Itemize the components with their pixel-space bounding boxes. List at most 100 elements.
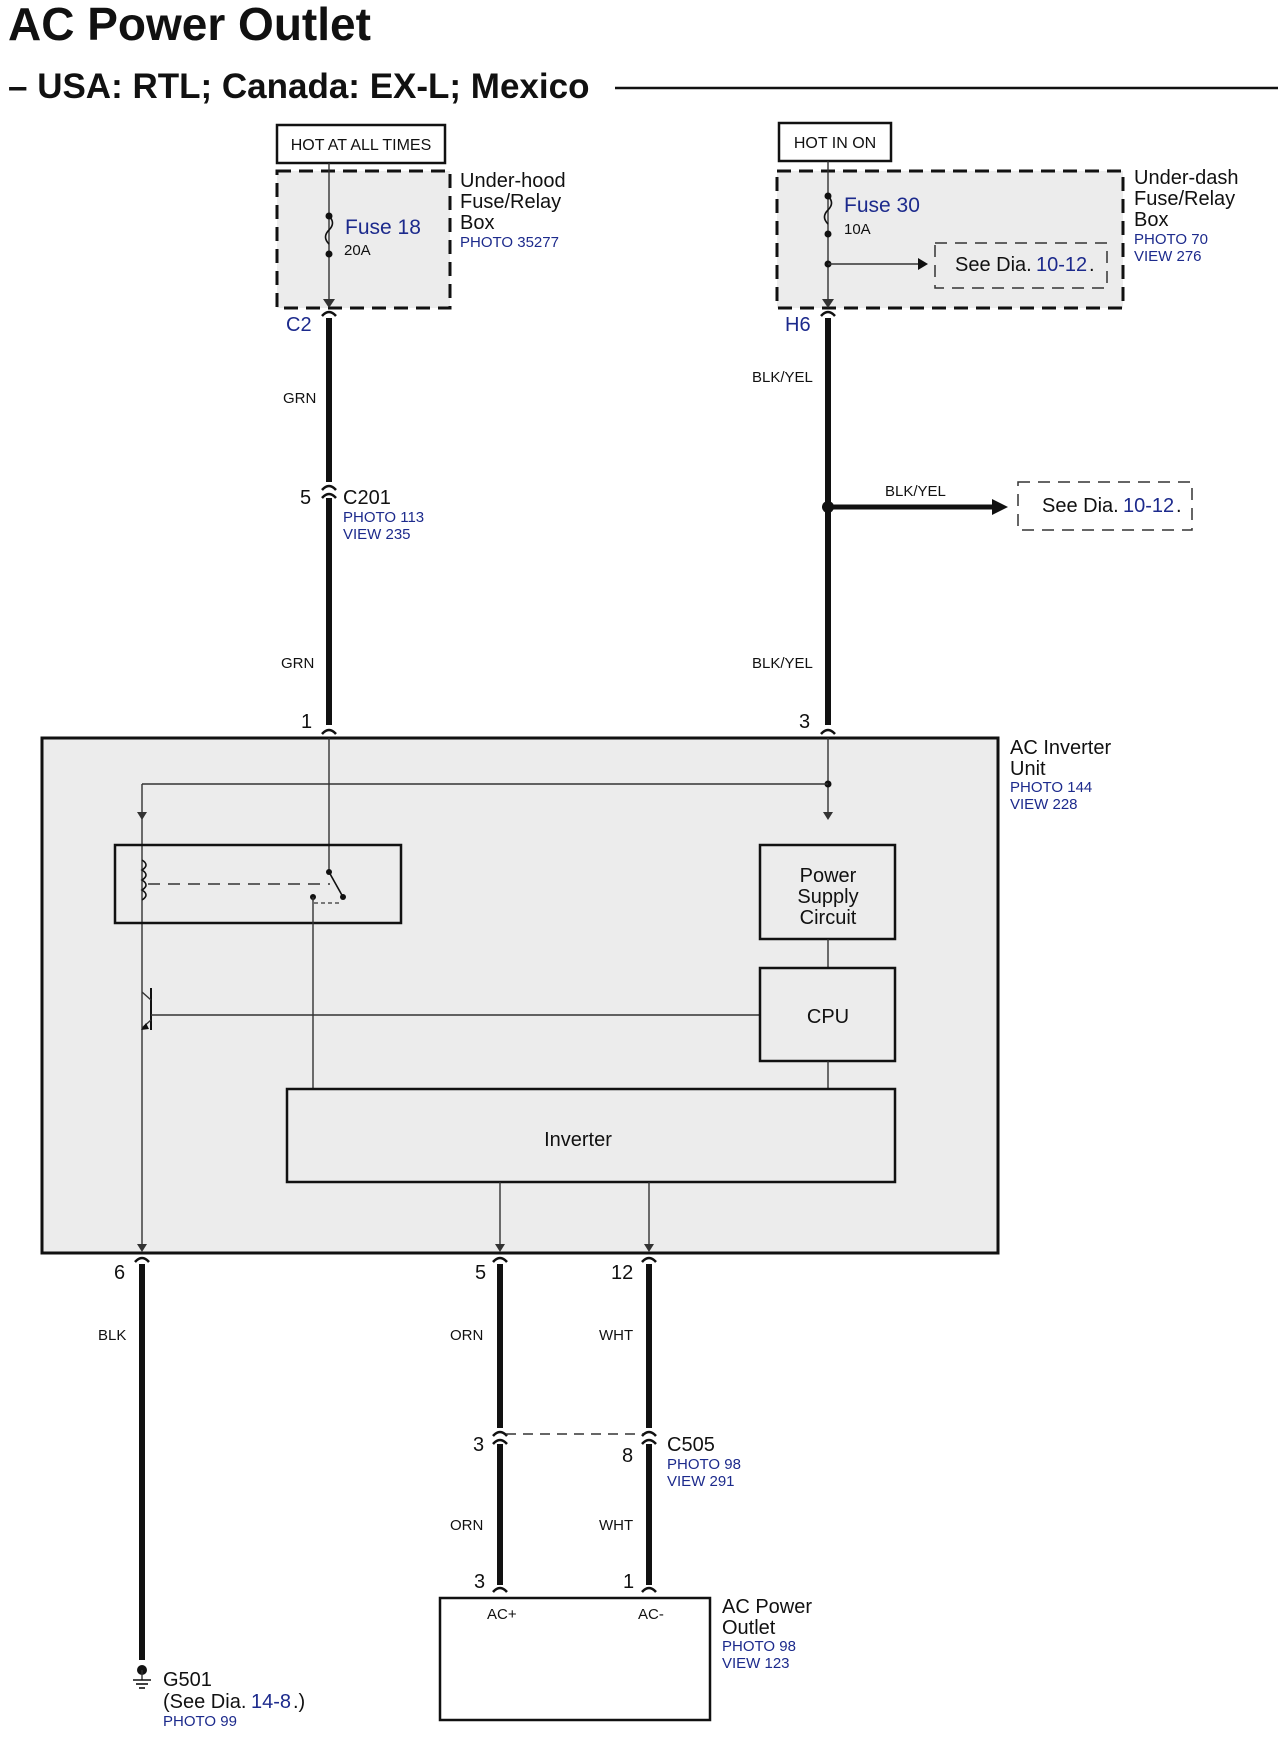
c201-photo: PHOTO 113 (343, 509, 424, 526)
fuse18-symbol (324, 215, 334, 245)
outlet-photo: PHOTO 98 (722, 1638, 796, 1655)
outlet-pin-3: 3 (474, 1571, 485, 1593)
c505-wht-terminal-a (641, 1430, 657, 1437)
pin5-terminal (492, 1256, 508, 1263)
ground-photo: PHOTO 99 (163, 1713, 237, 1730)
pin1-terminal (321, 728, 337, 735)
c201-pin: 5 (300, 487, 311, 509)
fuse18-label: Fuse 18 (345, 216, 421, 239)
transistor-collector (141, 991, 152, 1001)
outlet-name-1: AC Power (722, 1596, 812, 1618)
blk-wire-label: BLK (98, 1327, 126, 1344)
blkyel-branch-label: BLK/YEL (885, 483, 946, 500)
blkyel-label-upper: BLK/YEL (752, 369, 813, 386)
inverter-pin-1: 1 (301, 711, 312, 733)
pin5-arrow (495, 1244, 505, 1252)
outlet-ac-plus: AC+ (487, 1606, 517, 1623)
c505-wht-terminal-b (641, 1438, 657, 1445)
inverter-view: VIEW 228 (1010, 796, 1078, 813)
wht-wire-label-lower: WHT (599, 1517, 633, 1534)
c201-label: C201 (343, 487, 391, 509)
ground-see-prefix: (See Dia. (163, 1691, 246, 1713)
inverter-name-2: Unit (1010, 758, 1046, 780)
power-supply-line2: Supply (797, 886, 858, 908)
fuse30-symbol (823, 195, 833, 225)
fuse30-label: Fuse 30 (844, 194, 920, 217)
underhood-name-3: Box (460, 212, 494, 234)
connector-h6: H6 (785, 314, 811, 336)
fuse18-node-bottom (325, 250, 333, 258)
wht-wire-label-upper: WHT (599, 1327, 633, 1344)
orn-wire-label-lower: ORN (450, 1517, 483, 1534)
fuse18-arrow (323, 299, 335, 308)
connector-c2: C2 (286, 314, 312, 336)
underhood-photo: PHOTO 35277 (460, 234, 559, 251)
pin3-terminal (820, 728, 836, 735)
underdash-name-1: Under-dash (1134, 167, 1239, 189)
h6-terminal (820, 310, 836, 317)
see-dia-box-branch (1017, 481, 1193, 531)
see-dia-top-suffix: . (1089, 254, 1095, 276)
hot-in-on-label: HOT IN ON (794, 135, 876, 152)
transistor-arrow (141, 1023, 149, 1030)
inverter-pin-5: 5 (475, 1262, 486, 1284)
ac-power-outlet-box (438, 1596, 712, 1722)
outlet-ac-minus: AC- (638, 1606, 664, 1623)
ac-inverter-unit-box (40, 736, 1000, 1255)
blkyel-label-lower: BLK/YEL (752, 655, 813, 672)
power-supply-line3: Circuit (800, 907, 857, 929)
underhood-fuse-box (275, 169, 452, 310)
relay-switch-icon (328, 871, 344, 898)
outlet-pin3-terminal (492, 1586, 508, 1593)
c201-terminal-bottom (321, 484, 337, 491)
psu-feed-arrow (823, 812, 833, 820)
fuse30-rating: 10A (844, 221, 871, 238)
pin12-arrow (644, 1244, 654, 1252)
see-dia-top-ref[interactable]: 10-12 (1036, 254, 1087, 276)
underdash-view: VIEW 276 (1134, 248, 1202, 265)
inverter-box (285, 1087, 897, 1184)
underdash-name-2: Fuse/Relay (1134, 188, 1235, 210)
c2-terminal (321, 310, 337, 317)
underdash-photo: PHOTO 70 (1134, 231, 1208, 248)
see-dia-box-top (934, 242, 1108, 289)
fuse30-node-bottom (824, 230, 832, 238)
orn-wire-label-upper: ORN (450, 1327, 483, 1344)
ground-see-suffix: .) (293, 1691, 305, 1713)
inverter-name-1: AC Inverter (1010, 737, 1111, 759)
underhood-name-2: Fuse/Relay (460, 191, 561, 213)
relay-box (113, 843, 403, 925)
relay-coil-icon (140, 859, 147, 901)
inverter-pin-12: 12 (611, 1262, 633, 1284)
hot-at-all-times-box (275, 123, 447, 165)
outlet-name-2: Outlet (722, 1617, 776, 1639)
fuse30-branch-arrow (918, 258, 928, 270)
hot-in-on-box (777, 121, 893, 163)
underdash-fuse-box (775, 169, 1125, 310)
inverter-pin-3: 3 (799, 711, 810, 733)
underhood-name-1: Under-hood (460, 170, 566, 192)
coil-feed-arrow (137, 812, 147, 820)
see-dia-branch-ref[interactable]: 10-12 (1123, 495, 1174, 517)
c505-pin-8: 8 (622, 1445, 633, 1467)
c201-view: VIEW 235 (343, 526, 411, 543)
page-subtitle: – USA: RTL; Canada: EX-L; Mexico (8, 67, 589, 106)
underdash-name-3: Box (1134, 209, 1168, 231)
c505-orn-terminal-b (492, 1438, 508, 1445)
grn-wire-label-upper: GRN (283, 390, 316, 407)
see-dia-branch-prefix: See Dia. (1042, 495, 1119, 517)
see-dia-top-prefix: See Dia. (955, 254, 1032, 276)
inverter-pin-6: 6 (114, 1262, 125, 1284)
outlet-pin1-terminal (641, 1586, 657, 1593)
ground-name: G501 (163, 1669, 212, 1691)
fuse18-rating: 20A (344, 242, 371, 259)
cpu-label: CPU (807, 1006, 849, 1028)
pin6-arrow (137, 1244, 147, 1252)
outlet-pin-1: 1 (623, 1571, 634, 1593)
c505-pin-3: 3 (473, 1434, 484, 1456)
ground-see-ref[interactable]: 14-8 (251, 1691, 291, 1713)
c505-label: C505 (667, 1434, 715, 1456)
fuse30-arrow (822, 299, 834, 308)
blkyel-branch-arrow (992, 499, 1008, 515)
